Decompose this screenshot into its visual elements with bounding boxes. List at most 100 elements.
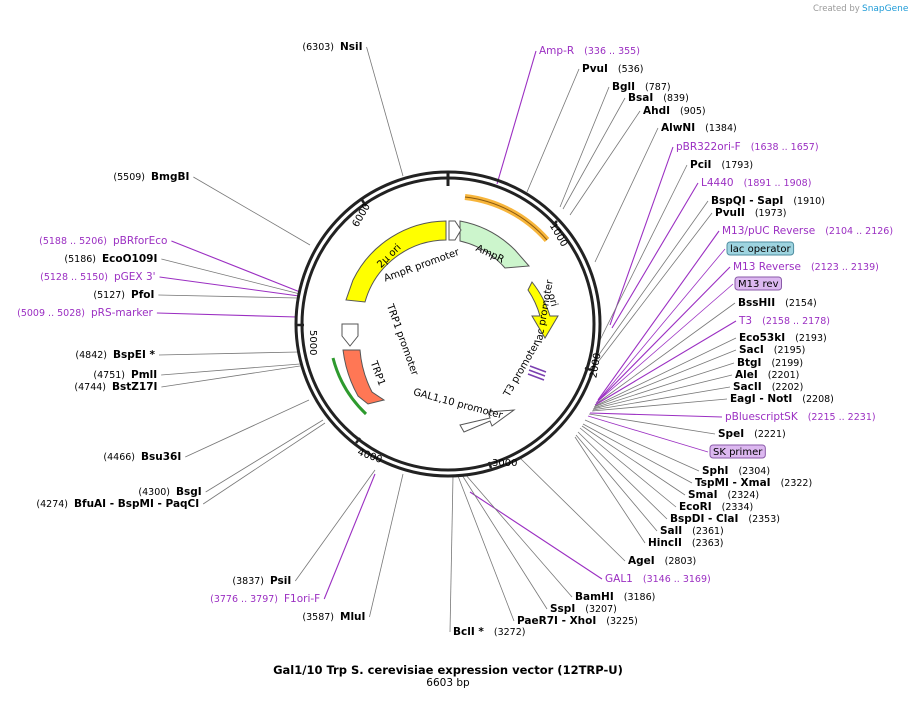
backbone-outer — [294, 170, 602, 478]
bsai-label: BsaI(839) — [628, 92, 689, 104]
l4440-leader-line — [611, 182, 699, 329]
gal1-leader-line — [469, 491, 603, 580]
pgex3-leader-line — [159, 276, 300, 297]
psii-leader-line — [294, 469, 376, 582]
eco53ki-leader-line — [594, 337, 737, 407]
pfoi-leader-line — [158, 294, 299, 299]
spei-name: SpeI — [718, 428, 744, 440]
bspei-name: BspEI * — [113, 349, 156, 361]
btgi-name: BtgI — [737, 357, 761, 369]
bspdi-label: BspDI - ClaI(2353) — [670, 513, 780, 525]
bspei-leader-line — [158, 351, 299, 356]
bsai-name: BsaI — [628, 92, 653, 104]
eagi-name: EagI - NotI — [730, 393, 792, 405]
pbrforeco-label: pBRforEco(5188 .. 5206) — [39, 235, 167, 247]
sspi-name: SspI — [550, 603, 575, 615]
bspqi-position: (1910) — [793, 196, 825, 207]
tick-marks — [297, 199, 592, 469]
eagi-position: (2208) — [802, 394, 834, 405]
tspmi-name: TspMI - XmaI — [695, 477, 771, 489]
bsshii-name: BssHII — [738, 297, 775, 309]
map-size: 6603 bp — [426, 677, 470, 689]
sali-leader-line — [575, 434, 658, 532]
eco53ki-position: (2193) — [795, 333, 827, 344]
eagi-leader-line — [591, 398, 728, 412]
nsii-label: NsiI (6303) — [302, 41, 362, 53]
pcii-name: PciI — [690, 159, 711, 171]
lacop-label: lac operator — [726, 241, 795, 256]
paer7i-position: (3225) — [606, 616, 638, 627]
pmli-leader-line — [161, 363, 301, 376]
prsmarker-leader-line — [156, 312, 298, 318]
bamhi-label: BamHI(3186) — [575, 591, 655, 603]
ahdi-name: AhdI — [643, 105, 670, 117]
feature-2u-ori — [345, 220, 447, 303]
bfuai-name: BfuAI - BspMI - PaqCI — [74, 498, 199, 510]
bmgbi-name: BmgBI — [151, 171, 189, 183]
bsshii-leader-line — [595, 302, 736, 405]
t3-name: T3 — [738, 315, 752, 327]
feature-gal-promoter — [459, 409, 516, 433]
pvuii-label: PvuII(1973) — [715, 207, 786, 219]
hincii-label: HincII(2363) — [648, 537, 724, 549]
ecoo109i-label: EcoO109I(5186) — [64, 253, 157, 265]
pbr322-leader-line — [609, 146, 674, 326]
pfoi-position: (5127) — [93, 290, 125, 301]
bgli-name: BglI — [612, 81, 635, 93]
bfuai-leader-line — [202, 422, 326, 505]
leader-lines — [156, 46, 737, 633]
pvui-name: PvuI — [582, 63, 608, 75]
bsgi-label: BsgI(4300) — [138, 486, 201, 498]
agei-name: AgeI — [628, 555, 655, 567]
pmli-name: PmlI — [131, 369, 157, 381]
credit-text: Created by — [813, 4, 860, 14]
eco53ki-name: Eco53kI — [739, 332, 785, 344]
pmli-label: PmlI(4751) — [93, 369, 157, 381]
l4440-label: L4440(1891 .. 1908) — [701, 177, 811, 189]
ahdi-leader-line — [569, 110, 641, 216]
nsii-position: (6303) — [302, 42, 334, 53]
site-labels: NsiI(6303)BmgBI(5509)pBRforEco(5188 .. 5… — [17, 41, 893, 638]
bsu36i-label: Bsu36I(4466) — [103, 451, 181, 463]
m13revbox-name: M13 rev — [738, 279, 779, 290]
feature-ampr-promoter — [448, 220, 462, 241]
pgex3-position: (5128 .. 5150) — [40, 272, 108, 283]
bgli-position: (787) — [645, 82, 671, 93]
eagi-label: EagI - NotI (2208) — [730, 393, 834, 405]
agei-position: (2803) — [665, 556, 697, 567]
bsshii-label: BssHII(2154) — [738, 297, 817, 309]
m13puc-label: M13/pUC Reverse(2104 .. 2126) — [722, 225, 893, 237]
hincii-name: HincII — [648, 537, 682, 549]
nsii-name: NsiI — [340, 41, 363, 53]
m13revbox-box — [734, 276, 782, 291]
psii-label: PsiI(3837) — [232, 575, 291, 587]
pbrforeco-name: pBRforEco — [113, 235, 167, 247]
bstz17i-label: BstZ17I(4744) — [74, 381, 157, 393]
feature-label-gal-promoter: GAL1,10 promoter — [412, 387, 505, 422]
bspqi-label: BspQI - SapI(1910) — [711, 195, 825, 207]
bspdi-name: BspDI - ClaI — [670, 513, 738, 525]
f1ori-name: F1ori-F — [284, 593, 320, 605]
spei-position: (2221) — [754, 429, 786, 440]
alwni-label: AlwNI(1384) — [661, 122, 737, 134]
skprimer-leader-line — [587, 415, 709, 453]
sspi-label: SspI(3207) — [550, 603, 617, 615]
bsgi-leader-line — [205, 419, 324, 493]
btgi-leader-line — [593, 362, 735, 409]
bfuai-label: BfuAI - BspMI - PaqCI(4274) — [36, 498, 199, 510]
bspei-label: BspEI *(4842) — [75, 349, 155, 361]
pcii-position: (1793) — [721, 160, 753, 171]
btgi-label: BtgI(2199) — [737, 357, 803, 369]
pcii-leader-line — [599, 164, 688, 341]
tspmi-position: (2322) — [781, 478, 813, 489]
tick-1000: 1000 — [547, 221, 569, 249]
bsu36i-name: Bsu36I — [141, 451, 181, 463]
sacii-name: SacII — [733, 381, 762, 393]
l4440-position: (1891 .. 1908) — [744, 178, 812, 189]
sacii-leader-line — [592, 386, 731, 411]
bsgi-name: BsgI — [176, 486, 202, 498]
saci-leader-line — [593, 349, 737, 408]
alwni-name: AlwNI — [661, 122, 695, 134]
m13revbox-label: M13 rev — [734, 276, 782, 291]
